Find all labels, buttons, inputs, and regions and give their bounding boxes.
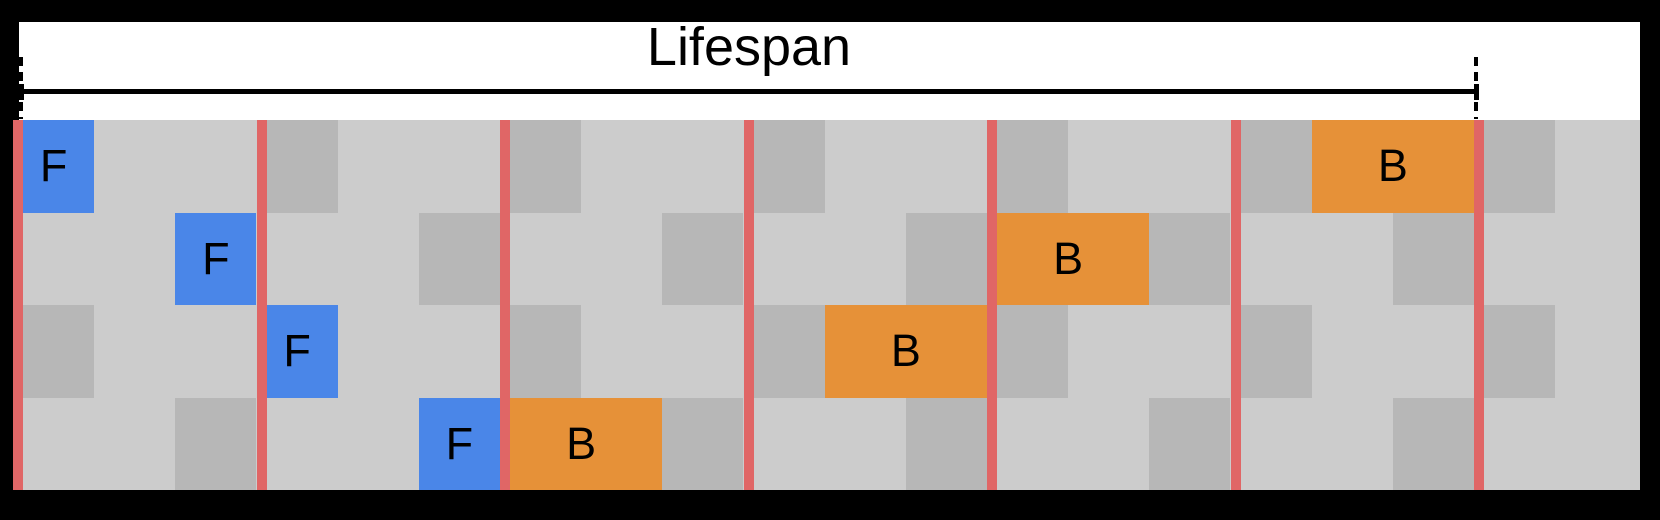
grid-dark-cell [1474, 305, 1556, 398]
grid-dark-cell [1392, 397, 1474, 490]
backward-block-label: B [1377, 140, 1408, 192]
lifespan-bracket-line [21, 89, 1477, 94]
stage-divider-line [743, 120, 754, 490]
backward-block-label: B [890, 325, 921, 377]
grid-dark-cell [1392, 212, 1474, 305]
grid-dark-cell [1230, 120, 1312, 213]
backward-block: B [1311, 120, 1474, 213]
grid-dark-cell [662, 212, 744, 305]
grid-dark-cell [987, 305, 1069, 398]
grid-dark-cell [905, 212, 987, 305]
forward-block: F [418, 397, 500, 490]
backward-block-label: B [566, 417, 597, 469]
stage-divider-line [13, 120, 23, 490]
grid-dark-cell [662, 397, 744, 490]
stage-divider-line [987, 120, 997, 490]
grid-dark-cell [1474, 120, 1556, 213]
backward-block: B [987, 212, 1150, 305]
backward-block: B [824, 305, 987, 398]
grid-dark-cell [1149, 397, 1231, 490]
grid-dark-cell [256, 120, 338, 213]
bracket-right-dashed-line [1474, 57, 1478, 119]
forward-block: F [13, 120, 95, 213]
forward-block: F [256, 305, 338, 398]
forward-block-label: F [202, 232, 230, 284]
grid-dark-cell [418, 212, 500, 305]
grid-dark-cell [987, 120, 1069, 213]
grid-dark-cell [500, 305, 582, 398]
backward-block-label: B [1053, 232, 1084, 284]
pipeline-schedule-grid: F F F F B B B B [13, 120, 1640, 490]
forward-block-label: F [39, 140, 68, 192]
forward-block-label: F [445, 417, 474, 469]
grid-dark-cell [1230, 305, 1312, 398]
bracket-left-dashed-line [19, 57, 23, 119]
grid-dark-cell [1149, 212, 1231, 305]
stage-divider-line [256, 120, 267, 490]
forward-block: F [175, 212, 257, 305]
grid-dark-cell [743, 305, 825, 398]
grid-dark-cell [743, 120, 825, 213]
forward-block-label: F [283, 325, 311, 377]
backward-block: B [500, 397, 663, 490]
grid-dark-cell [500, 120, 582, 213]
grid-dark-cell [13, 305, 95, 398]
stage-divider-line [500, 120, 510, 490]
lifespan-title: Lifespan [646, 17, 852, 77]
grid-dark-cell [175, 397, 257, 490]
stage-divider-line [1474, 120, 1484, 490]
title-area [19, 22, 1640, 120]
grid-dark-cell [905, 397, 987, 490]
stage-divider-line [1230, 120, 1241, 490]
